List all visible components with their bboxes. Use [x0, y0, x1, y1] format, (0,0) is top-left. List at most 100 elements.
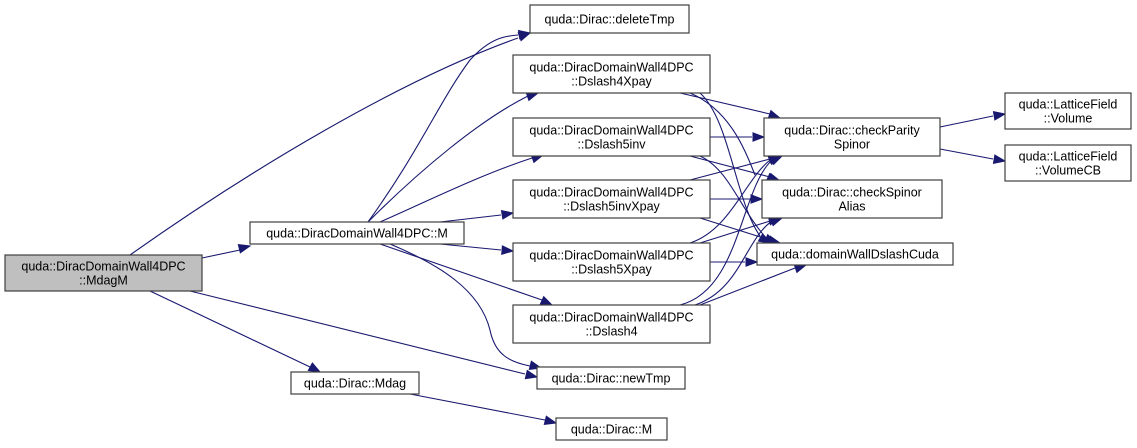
- edge-line: [679, 159, 773, 306]
- arrowhead-icon: [767, 109, 782, 120]
- node-box: [512, 54, 711, 94]
- arrowhead-icon: [307, 362, 322, 373]
- node-box: [555, 417, 668, 441]
- node-label: quda::Dirac::deleteTmp: [545, 13, 675, 27]
- edge-line: [689, 159, 771, 244]
- arrowhead-icon: [745, 257, 759, 267]
- node-dw4dpc_m[interactable]: quda::DiracDomainWall4DPC::M: [249, 221, 465, 245]
- node-label: Alias: [838, 200, 865, 214]
- node-label: ::Dslash5invXpay: [563, 200, 660, 214]
- arrowhead-icon: [769, 217, 784, 227]
- edge-checkparity-to-volumecb: [939, 148, 1007, 164]
- edge-line: [379, 157, 533, 223]
- edge-line: [129, 37, 519, 256]
- node-label: ::VolumeCB: [1035, 164, 1101, 178]
- edge-dslash5inv-to-checkparity: [710, 132, 766, 142]
- edge-line: [679, 92, 771, 115]
- node-box: [1004, 144, 1132, 182]
- node-box: [512, 117, 711, 157]
- node-label: quda::DiracDomainWall4DPC: [529, 124, 693, 138]
- node-volumecb[interactable]: quda::LatticeField::VolumeCB: [1004, 144, 1132, 182]
- node-label: quda::DiracDomainWall4DPC: [529, 186, 693, 200]
- node-box: [1004, 92, 1132, 130]
- arrowhead-icon: [500, 210, 515, 220]
- node-label: quda::Dirac::newTmp: [552, 372, 671, 386]
- node-dslash5xpay[interactable]: quda::DiracDomainWall4DPC::Dslash5Xpay: [512, 242, 711, 282]
- edge-line: [689, 155, 771, 178]
- node-dwdslashcuda[interactable]: quda::domainWallDslashCuda: [756, 242, 954, 266]
- edge-dw4dpc_m-to-dslash5xpay: [439, 243, 515, 255]
- edge-line: [699, 92, 761, 237]
- node-label: quda::DiracDomainWall4DPC: [21, 260, 185, 274]
- edge-line: [201, 249, 241, 259]
- edge-dw4dpc_m-to-dslash5invxpay: [439, 210, 515, 223]
- edge-dslash5xpay-to-dwdslashcuda: [710, 257, 759, 267]
- edge-line: [389, 243, 531, 367]
- edge-line: [699, 217, 771, 241]
- edge-mdagm-to-dw4dpc_m: [201, 244, 252, 259]
- node-dirac_m[interactable]: quda::Dirac::M: [555, 417, 668, 441]
- node-box: [290, 371, 420, 395]
- edge-line: [939, 115, 994, 128]
- node-label: quda::LatticeField: [1019, 150, 1118, 164]
- node-label: ::Dslash4Xpay: [571, 75, 652, 89]
- node-label: ::MdagM: [79, 274, 128, 288]
- edge-line: [189, 290, 526, 375]
- arrowhead-icon: [992, 111, 1007, 121]
- edge-line: [409, 393, 546, 421]
- node-volume[interactable]: quda::LatticeField::Volume: [1004, 92, 1132, 130]
- arrowhead-icon: [992, 154, 1007, 164]
- node-box: [249, 221, 465, 245]
- node-dirac_mdag[interactable]: quda::Dirac::Mdag: [290, 371, 420, 395]
- edge-dslash5invxpay-to-checkalias: [710, 194, 764, 204]
- node-dslash5invxpay[interactable]: quda::DiracDomainWall4DPC::Dslash5invXpa…: [512, 179, 711, 219]
- edge-line: [367, 34, 519, 223]
- node-box: [761, 179, 943, 219]
- edge-dslash4-to-checkalias: [694, 217, 784, 306]
- edge-checkparity-to-volume: [939, 111, 1007, 128]
- edge-line: [699, 155, 769, 241]
- arrowhead-icon: [793, 263, 808, 274]
- edge-dw4dpc_m-to-deletetmp: [367, 29, 532, 223]
- node-box: [512, 304, 711, 344]
- node-box: [512, 179, 711, 219]
- node-box: [763, 117, 941, 157]
- arrowhead-icon: [525, 91, 540, 102]
- edge-line: [439, 214, 502, 223]
- node-label: quda::domainWallDslashCuda: [771, 248, 939, 262]
- node-dslash5inv[interactable]: quda::DiracDomainWall4DPC::Dslash5inv: [512, 117, 711, 157]
- node-mdagm[interactable]: quda::DiracDomainWall4DPC::MdagM: [4, 254, 203, 292]
- node-label: Spinor: [834, 138, 870, 152]
- edge-line: [689, 158, 771, 181]
- edge-line: [699, 267, 796, 306]
- node-label: quda::Dirac::M: [571, 423, 652, 437]
- node-label: quda::Dirac::Mdag: [304, 377, 406, 391]
- node-deletetmp[interactable]: quda::Dirac::deleteTmp: [529, 4, 690, 34]
- node-label: quda::Dirac::checkParity: [784, 124, 920, 138]
- node-newtmp[interactable]: quda::Dirac::newTmp: [536, 366, 686, 390]
- node-box: [512, 242, 711, 282]
- edge-line: [689, 92, 756, 176]
- arrowhead-icon: [752, 132, 766, 142]
- node-label: quda::DiracDomainWall4DPC: [529, 311, 693, 325]
- node-label: quda::DiracDomainWall4DPC::M: [266, 227, 448, 241]
- edge-dslash4-to-dwdslashcuda: [699, 263, 808, 306]
- arrowhead-icon: [543, 415, 558, 425]
- node-label: ::Dslash5inv: [577, 138, 646, 152]
- node-label: ::Dslash5Xpay: [571, 263, 652, 277]
- arrowhead-icon: [750, 194, 764, 204]
- node-label: quda::DiracDomainWall4DPC: [529, 249, 693, 263]
- node-dslash4[interactable]: quda::DiracDomainWall4DPC::Dslash4: [512, 304, 711, 344]
- node-label: ::Dslash4: [585, 325, 637, 339]
- arrowhead-icon: [524, 369, 539, 380]
- node-box: [529, 4, 690, 34]
- arrowhead-icon: [237, 244, 252, 254]
- node-dslash4xpay[interactable]: quda::DiracDomainWall4DPC::Dslash4Xpay: [512, 54, 711, 94]
- edge-line: [939, 148, 994, 160]
- node-label: quda::LatticeField: [1019, 98, 1118, 112]
- node-label: quda::DiracDomainWall4DPC: [529, 61, 693, 75]
- edge-line: [439, 243, 502, 251]
